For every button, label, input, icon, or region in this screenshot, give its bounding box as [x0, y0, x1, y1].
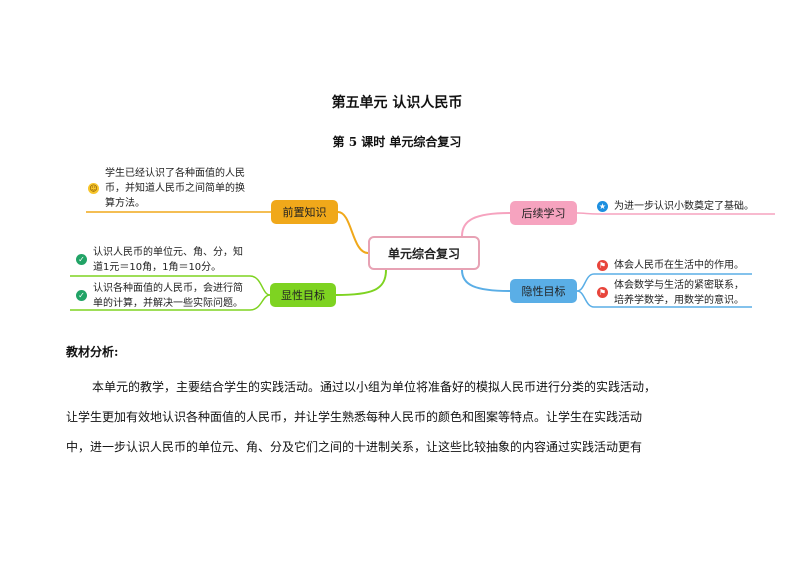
leaf-line: 道1元＝10角，1角＝10分。	[93, 262, 222, 273]
leaf-line: 体会数学与生活的紧密联系，	[614, 280, 744, 291]
leaf-line: 培养学数学，用数学的意识。	[614, 295, 744, 306]
node-explicit-goals: 显性目标	[270, 283, 336, 307]
page-title: 第五单元 认识人民币	[331, 95, 463, 111]
connector-hidden-leaf1	[576, 273, 752, 292]
leaf-line: 币，并知道人民币之间简单的换	[105, 183, 245, 194]
analysis-paragraph: 本单元的教学，主要结合学生的实践活动。通过以小组为单位将准备好的模拟人民币进行分…	[66, 372, 730, 462]
connector-obvious	[335, 269, 387, 296]
leaf-follow-up: ★ 为进一步认识小数奠定了基础。	[597, 199, 754, 214]
connector-hidden-leaf2	[576, 290, 752, 308]
mindmap-center-node: 单元综合复习	[368, 236, 480, 270]
connector-follow	[461, 212, 511, 237]
leaf-explicit-goal-2: ✓ 认识各种面值的人民币，会进行简 单的计算，并解决一些实际问题。	[76, 281, 243, 311]
node-implicit-goals: 隐性目标	[510, 279, 577, 303]
connector-obvious-leaf1	[70, 275, 271, 296]
leaf-line: 为进一步认识小数奠定了基础。	[614, 201, 754, 212]
node-prior-knowledge: 前置知识	[271, 200, 338, 224]
leaf-line: 单的计算，并解决一些实际问题。	[93, 298, 243, 309]
leaf-implicit-goal-1: ⚑ 体会人民币在生活中的作用。	[597, 258, 744, 273]
connector-prior	[337, 211, 369, 254]
star-icon: ★	[597, 201, 608, 212]
leaf-explicit-goal-1: ✓ 认识人民币的单位元、角、分，知 道1元＝10角，1角＝10分。	[76, 245, 243, 275]
leaf-line: 学生已经认识了各种面值的人民	[105, 168, 245, 179]
smile-icon: ☺	[88, 183, 99, 194]
leaf-line: 认识人民币的单位元、角、分，知	[93, 247, 243, 258]
lesson-subtitle: 第 5 课时 单元综合复习	[332, 135, 462, 149]
check-icon: ✓	[76, 290, 87, 301]
leaf-line: 体会人民币在生活中的作用。	[614, 260, 744, 271]
flag-icon: ⚑	[597, 260, 608, 271]
leaf-line: 认识各种面值的人民币，会进行简	[93, 283, 243, 294]
analysis-heading: 教材分析:	[66, 345, 119, 359]
leaf-line: 算方法。	[105, 198, 145, 209]
connector-hidden	[461, 269, 511, 292]
paragraph-line: 让学生更加有效地认识各种面值的人民币，并让学生熟悉每种人民币的颜色和图案等特点。…	[66, 410, 643, 424]
node-follow-up-learning: 后续学习	[510, 201, 577, 225]
paragraph-line: 中，进一步认识人民币的单位元、角、分及它们之间的十进制关系，让这些比较抽象的内容…	[66, 440, 643, 454]
paragraph-line: 本单元的教学，主要结合学生的实践活动。通过以小组为单位将准备好的模拟人民币进行分…	[92, 380, 657, 394]
connector-obvious-leaf2	[70, 294, 271, 311]
leaf-implicit-goal-2: ⚑ 体会数学与生活的紧密联系， 培养学数学，用数学的意识。	[597, 278, 744, 308]
connector-follow-leaf	[576, 212, 775, 215]
leaf-prior-knowledge: ☺ 学生已经认识了各种面值的人民 币，并知道人民币之间简单的换 算方法。	[88, 166, 245, 211]
check-icon: ✓	[76, 254, 87, 265]
flag-icon: ⚑	[597, 287, 608, 298]
